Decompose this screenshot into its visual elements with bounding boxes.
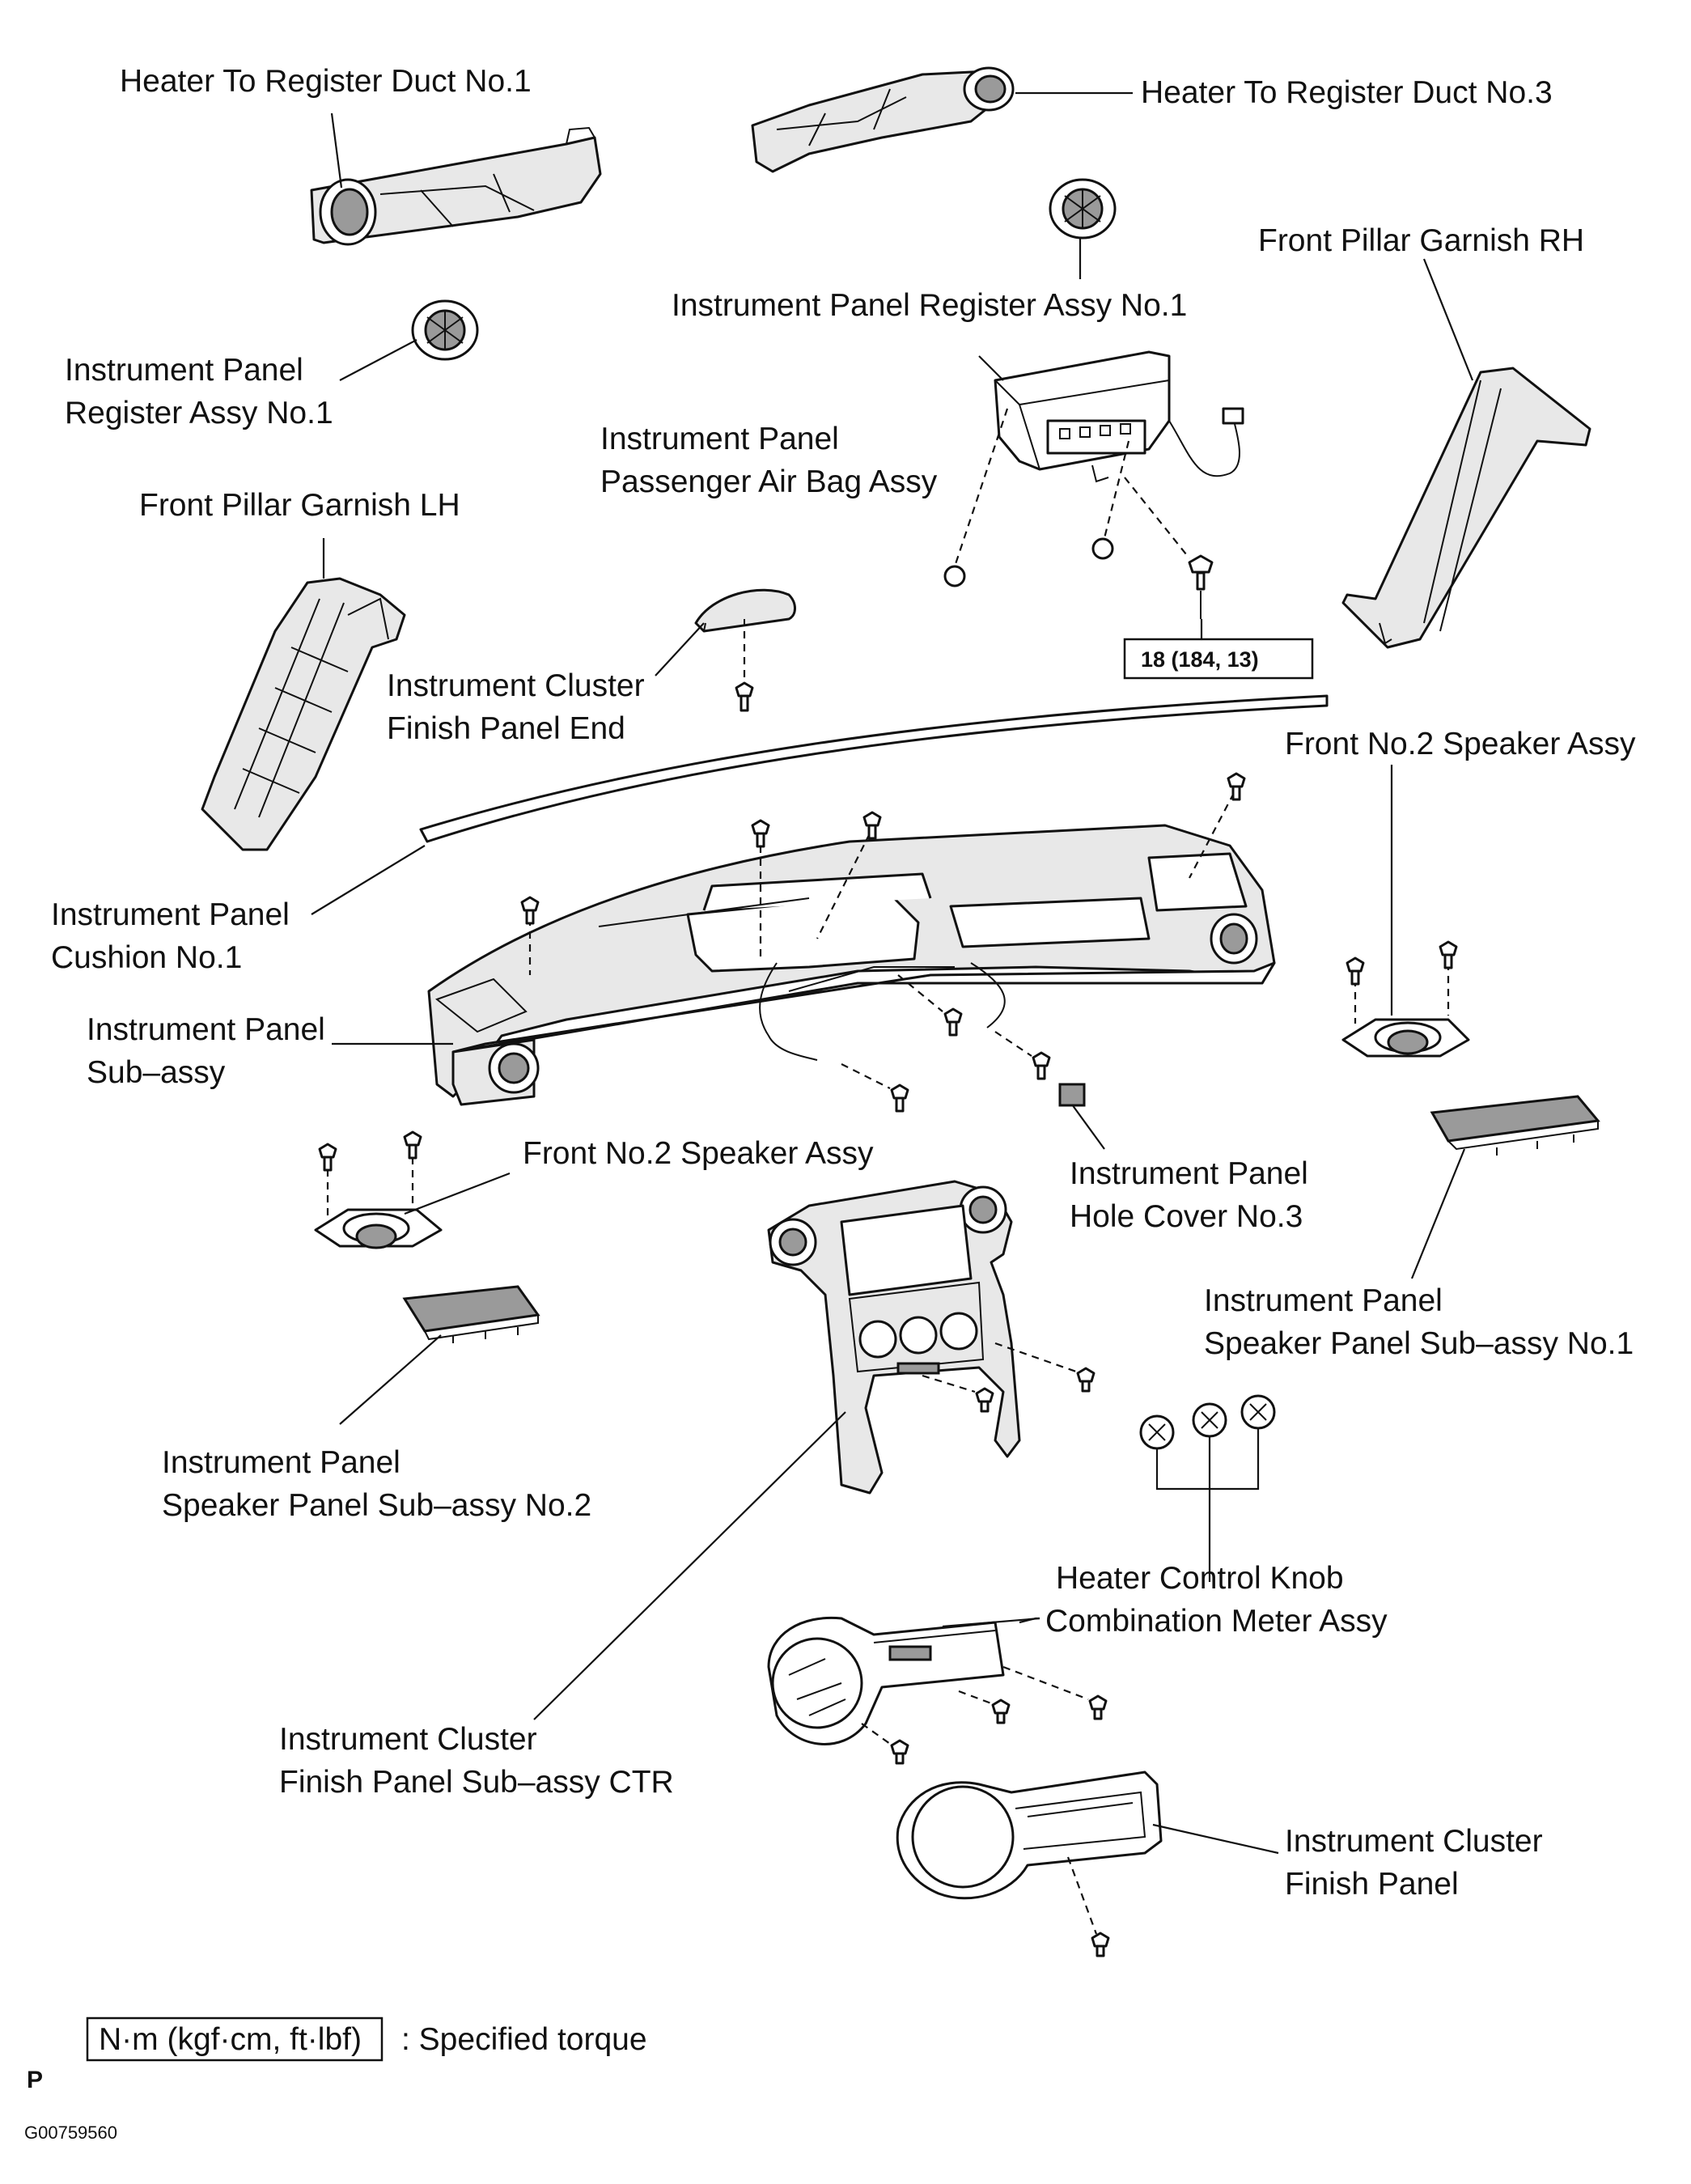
label-hole-cover-l1: Instrument Panel [1070, 1156, 1308, 1191]
label-register-assy-left-l2: Register Assy No.1 [65, 396, 333, 430]
speaker-panel-no2 [402, 1285, 540, 1343]
cluster-finish-panel-ctr [767, 1180, 1021, 1495]
corner-mark: P [27, 2067, 43, 2093]
legend-text: : Specified torque [401, 2022, 647, 2057]
label-airbag-l1: Instrument Panel [600, 422, 839, 456]
meter-screws [861, 1665, 1108, 1765]
label-finish-panel-l1: Instrument Cluster [1285, 1824, 1543, 1859]
label-front-pillar-garnish-rh: Front Pillar Garnish RH [1258, 223, 1584, 258]
label-register-assy-top: Instrument Panel Register Assy No.1 [672, 288, 1187, 323]
speaker-assy-left [314, 1130, 443, 1249]
register-assy-top [1049, 178, 1117, 240]
speaker-panel-no1 [1430, 1095, 1600, 1156]
ctr-screws [922, 1342, 1096, 1413]
dash-screws [520, 772, 1246, 1113]
label-speaker-panel-no1-l1: Instrument Panel [1204, 1283, 1443, 1318]
heater-control-knobs [1139, 1394, 1276, 1450]
cluster-finish-panel-end [694, 588, 796, 712]
label-speaker-panel-no2-l1: Instrument Panel [162, 1445, 400, 1480]
label-heater-knob: Heater Control Knob [1056, 1561, 1344, 1596]
cluster-finish-panel [896, 1771, 1163, 1957]
label-speaker-panel-no2-l2: Speaker Panel Sub–assy No.2 [162, 1488, 591, 1523]
label-heater-duct-no1: Heater To Register Duct No.1 [120, 64, 532, 99]
label-hole-cover-l2: Hole Cover No.3 [1070, 1199, 1303, 1234]
label-cushion-l2: Cushion No.1 [51, 940, 242, 975]
label-cluster-end-l1: Instrument Cluster [387, 668, 645, 703]
label-cluster-end-l2: Finish Panel End [387, 711, 625, 746]
part-labels: Heater To Register Duct No.1 Heater To R… [51, 64, 1636, 1902]
label-speaker-left: Front No.2 Speaker Assy [523, 1136, 874, 1171]
label-airbag-l2: Passenger Air Bag Assy [600, 464, 938, 499]
label-speaker-panel-no1-l2: Speaker Panel Sub–assy No.1 [1204, 1326, 1634, 1361]
label-register-assy-left-l1: Instrument Panel [65, 353, 303, 388]
label-subassy-l2: Sub–assy [87, 1055, 226, 1090]
front-pillar-garnish-rh [1341, 367, 1591, 649]
heater-duct-no3 [751, 66, 1015, 173]
label-ctr-l2: Finish Panel Sub–assy CTR [279, 1765, 674, 1800]
torque-value: 18 (184, 13) [1141, 647, 1259, 672]
label-subassy-l1: Instrument Panel [87, 1012, 325, 1047]
register-assy-left [411, 299, 479, 361]
label-ctr-l1: Instrument Cluster [279, 1722, 537, 1757]
label-cushion-l1: Instrument Panel [51, 897, 290, 932]
figure-code: G00759560 [24, 2123, 117, 2143]
heater-duct-no1 [310, 126, 602, 246]
label-heater-duct-no3: Heater To Register Duct No.3 [1141, 75, 1553, 110]
airbag-nuts [943, 408, 1214, 619]
torque-spec: 18 (184, 13) [1123, 638, 1314, 680]
label-finish-panel-l2: Finish Panel [1285, 1867, 1459, 1902]
panel-cushion-no1 [419, 694, 1329, 843]
label-combination-meter: Combination Meter Assy [1045, 1604, 1388, 1639]
front-pillar-garnish-lh [201, 577, 406, 851]
label-speaker-right: Front No.2 Speaker Assy [1285, 727, 1636, 761]
hole-cover-no3 [1058, 1083, 1086, 1107]
combination-meter-assy [767, 1616, 1005, 1745]
label-front-pillar-garnish-lh: Front Pillar Garnish LH [139, 488, 460, 523]
passenger-airbag-assy [994, 350, 1244, 483]
legend: N·m (kgf·cm, ft·lbf) : Specified torque [86, 2016, 647, 2062]
leader-lines [311, 91, 1474, 1855]
speaker-assy-right [1341, 940, 1470, 1058]
instrument-panel-subassy [427, 824, 1276, 1106]
legend-unit-box: N·m (kgf·cm, ft·lbf) [99, 2022, 362, 2057]
